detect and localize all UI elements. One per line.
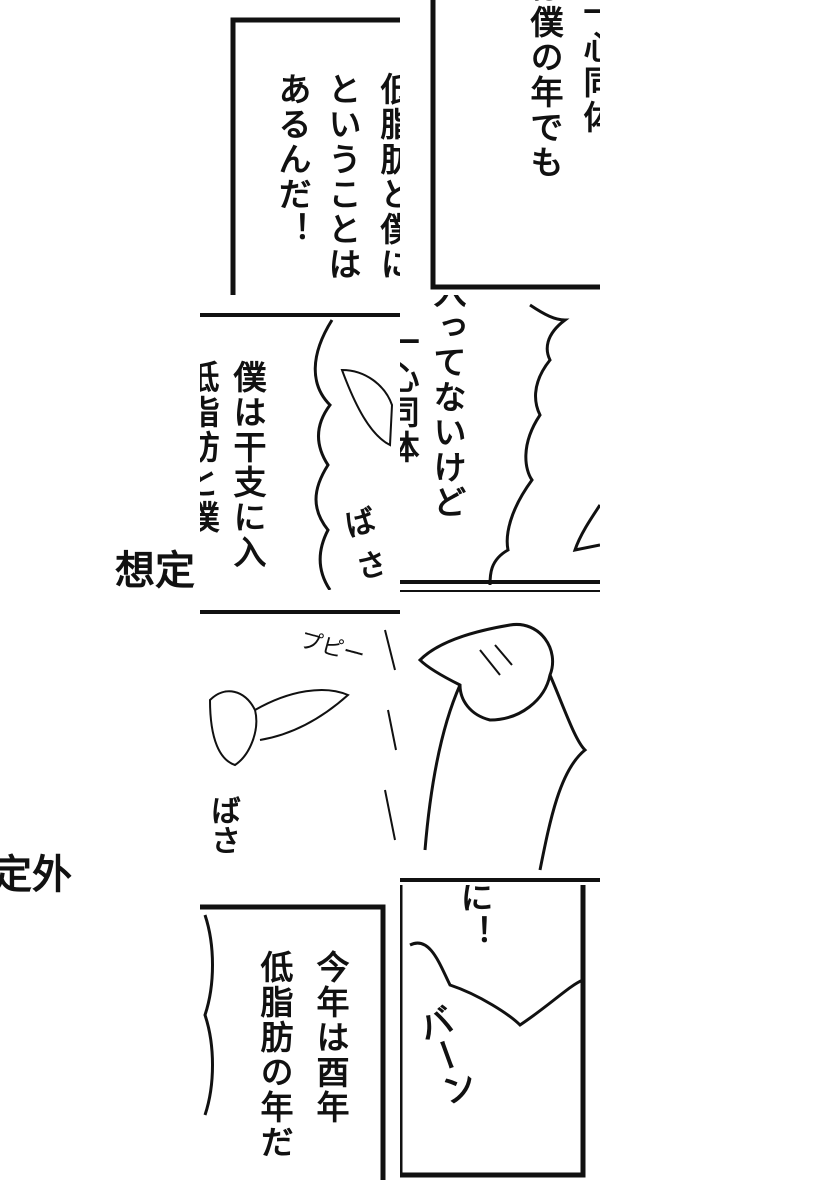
manga-panel xyxy=(400,590,600,885)
speech-text: は一心同体！ xyxy=(578,0,600,170)
manga-panel: 入ってないけど 一心同体 xyxy=(400,295,600,590)
speech-text: は僕の年でも xyxy=(525,0,564,180)
speech-text: あるんだ！ xyxy=(273,72,312,247)
manga-panel: に！ バーン xyxy=(400,885,600,1180)
speech-text: ということは xyxy=(323,72,362,282)
speech-text: 低脂肪と僕 xyxy=(200,360,220,535)
manga-panel: 今年は酉年 低脂肪の年だ xyxy=(200,885,400,1180)
speech-text: 入ってないけど xyxy=(428,295,467,520)
speech-text: 低脂肪と僕に xyxy=(375,72,400,282)
manga-panel: プピー ばさ xyxy=(200,590,400,885)
speech-text: 低脂肪の年だ xyxy=(255,950,294,1160)
sound-effect: ばさ xyxy=(205,795,240,855)
speech-text: 一心同体 xyxy=(400,325,420,465)
fragment-text: 想定 xyxy=(115,548,195,594)
manga-panel: は一心同体！ は僕の年でも xyxy=(400,0,600,295)
speech-text: に！ xyxy=(455,885,494,950)
manga-panel: 僕は干支に入 低脂肪と僕 ばさ xyxy=(200,295,400,590)
fragment-text: 定外 xyxy=(0,852,72,898)
speech-text: 僕は干支に入 xyxy=(228,360,267,570)
speech-text: 今年は酉年 xyxy=(311,950,350,1125)
manga-panel: 低脂肪と僕に ということは あるんだ！ xyxy=(200,0,400,295)
